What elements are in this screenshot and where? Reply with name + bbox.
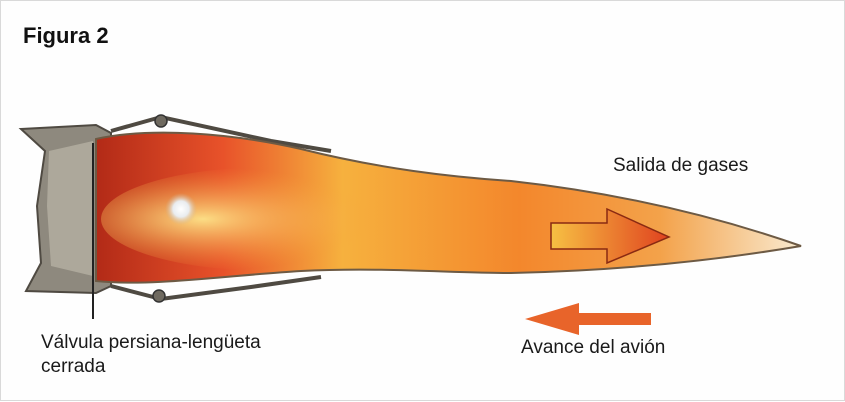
flame-core <box>101 167 441 271</box>
valve-label-line1: Válvula persiana-lengüeta <box>41 331 261 355</box>
bolt-top <box>155 115 167 127</box>
advance-label: Avance del avión <box>521 336 665 360</box>
valve-label: Válvula persiana-lengüeta cerrada <box>41 331 261 379</box>
bolt-bottom <box>153 290 165 302</box>
spark-glow <box>165 193 197 225</box>
valve-label-line2: cerrada <box>41 355 261 379</box>
intake-inner <box>47 141 93 276</box>
advance-arrow <box>525 303 651 335</box>
exhaust-label: Salida de gases <box>613 154 748 178</box>
